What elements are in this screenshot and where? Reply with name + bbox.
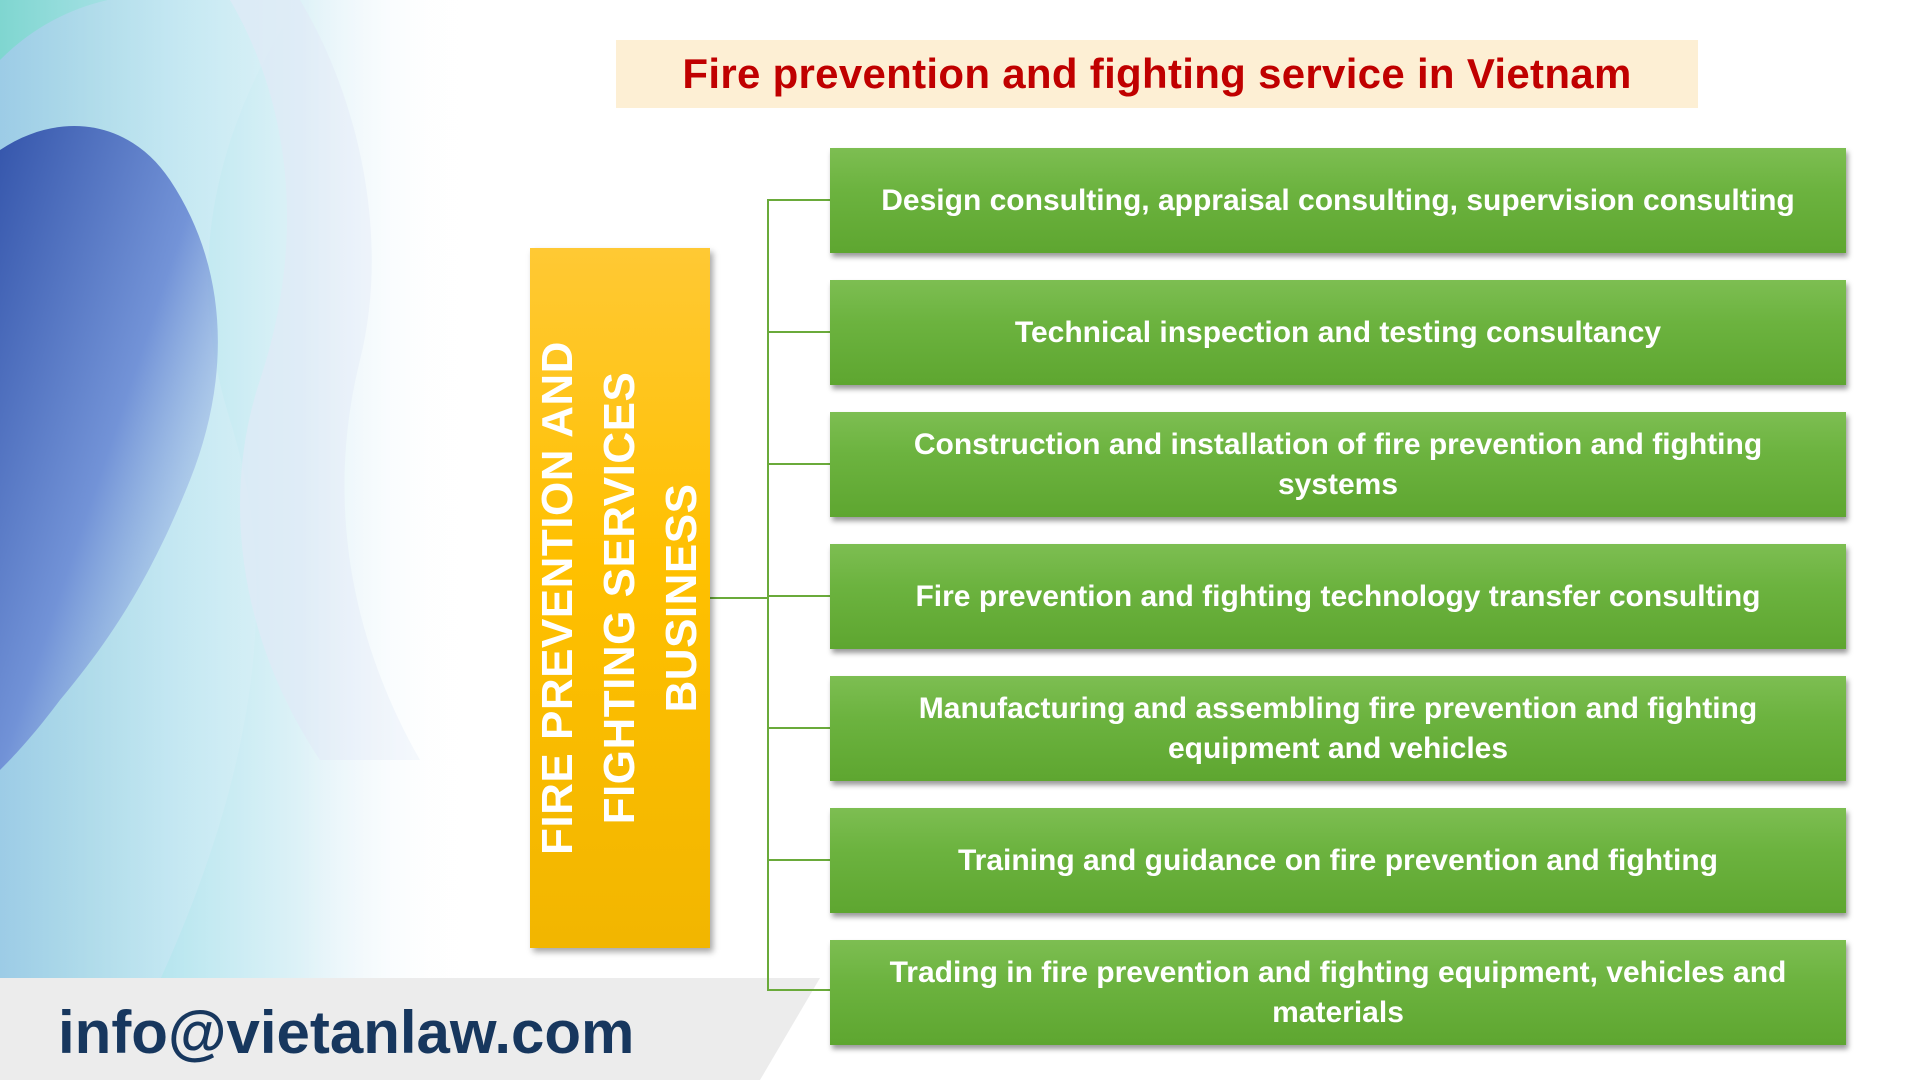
service-box-technical-inspection: Technical inspection and testing consult… — [830, 280, 1846, 385]
contact-email: info@vietanlaw.com — [58, 999, 635, 1066]
connector-branch-7 — [767, 989, 830, 991]
connector-branch-6 — [767, 859, 830, 861]
service-label: Construction and installation of fire pr… — [913, 427, 1763, 501]
service-label: Manufacturing and assembling fire preven… — [918, 691, 1758, 765]
connector-branch-4 — [767, 595, 830, 597]
service-box-design-consulting: Design consulting, appraisal consulting,… — [830, 148, 1846, 253]
service-label: Design consulting, appraisal consulting,… — [881, 183, 1795, 217]
service-label: Fire prevention and fighting technology … — [915, 579, 1761, 613]
connector-branch-2 — [767, 331, 830, 333]
service-box-construction-installation: Construction and installation of fire pr… — [830, 412, 1846, 517]
service-label: Trading in fire prevention and fighting … — [889, 955, 1787, 1029]
service-label: Technical inspection and testing consult… — [1014, 315, 1662, 349]
connector-horizontal-main — [710, 597, 768, 599]
title-banner: Fire prevention and fighting service in … — [616, 40, 1698, 108]
connector-branch-3 — [767, 463, 830, 465]
service-box-technology-transfer: Fire prevention and fighting technology … — [830, 544, 1846, 649]
connector-branch-1 — [767, 199, 830, 201]
service-box-trading: Trading in fire prevention and fighting … — [830, 940, 1846, 1045]
category-label: FIRE PREVENTION AND FIGHTING SERVICES BU… — [533, 341, 706, 855]
category-box: FIRE PREVENTION AND FIGHTING SERVICES BU… — [530, 248, 710, 948]
page-title: Fire prevention and fighting service in … — [682, 50, 1632, 97]
connector-branch-5 — [767, 727, 830, 729]
service-box-training: Training and guidance on fire prevention… — [830, 808, 1846, 913]
service-box-manufacturing: Manufacturing and assembling fire preven… — [830, 676, 1846, 781]
service-label: Training and guidance on fire prevention… — [957, 843, 1719, 877]
